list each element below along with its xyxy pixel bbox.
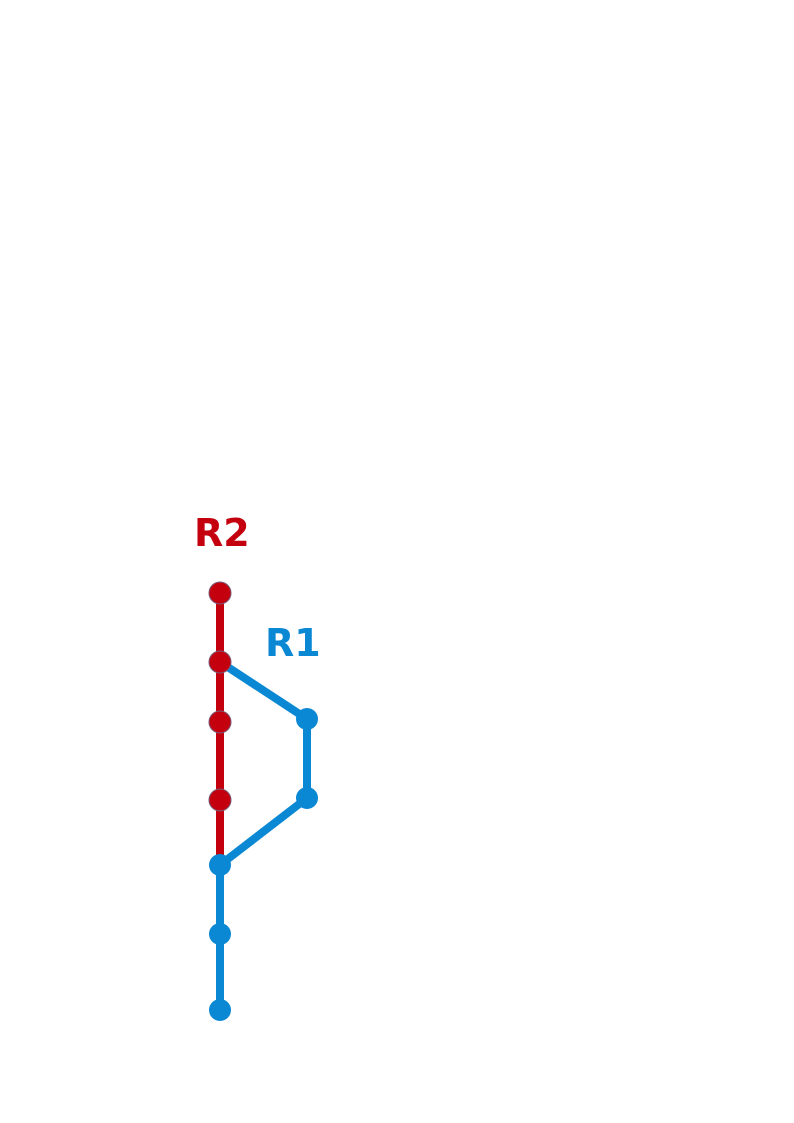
r2-station — [208, 710, 232, 734]
r1-station — [209, 999, 231, 1021]
r2-station — [208, 581, 232, 605]
route-label-r1: R1 — [265, 621, 321, 665]
shared-station — [209, 854, 231, 876]
r2-station — [208, 650, 232, 674]
r1-station — [296, 787, 318, 809]
r1-segment — [216, 794, 311, 869]
r1-station — [209, 923, 231, 945]
r1-station — [296, 708, 318, 730]
r1-segment — [216, 658, 311, 723]
r2-station — [208, 788, 232, 812]
route-label-r2: R2 — [194, 511, 250, 555]
